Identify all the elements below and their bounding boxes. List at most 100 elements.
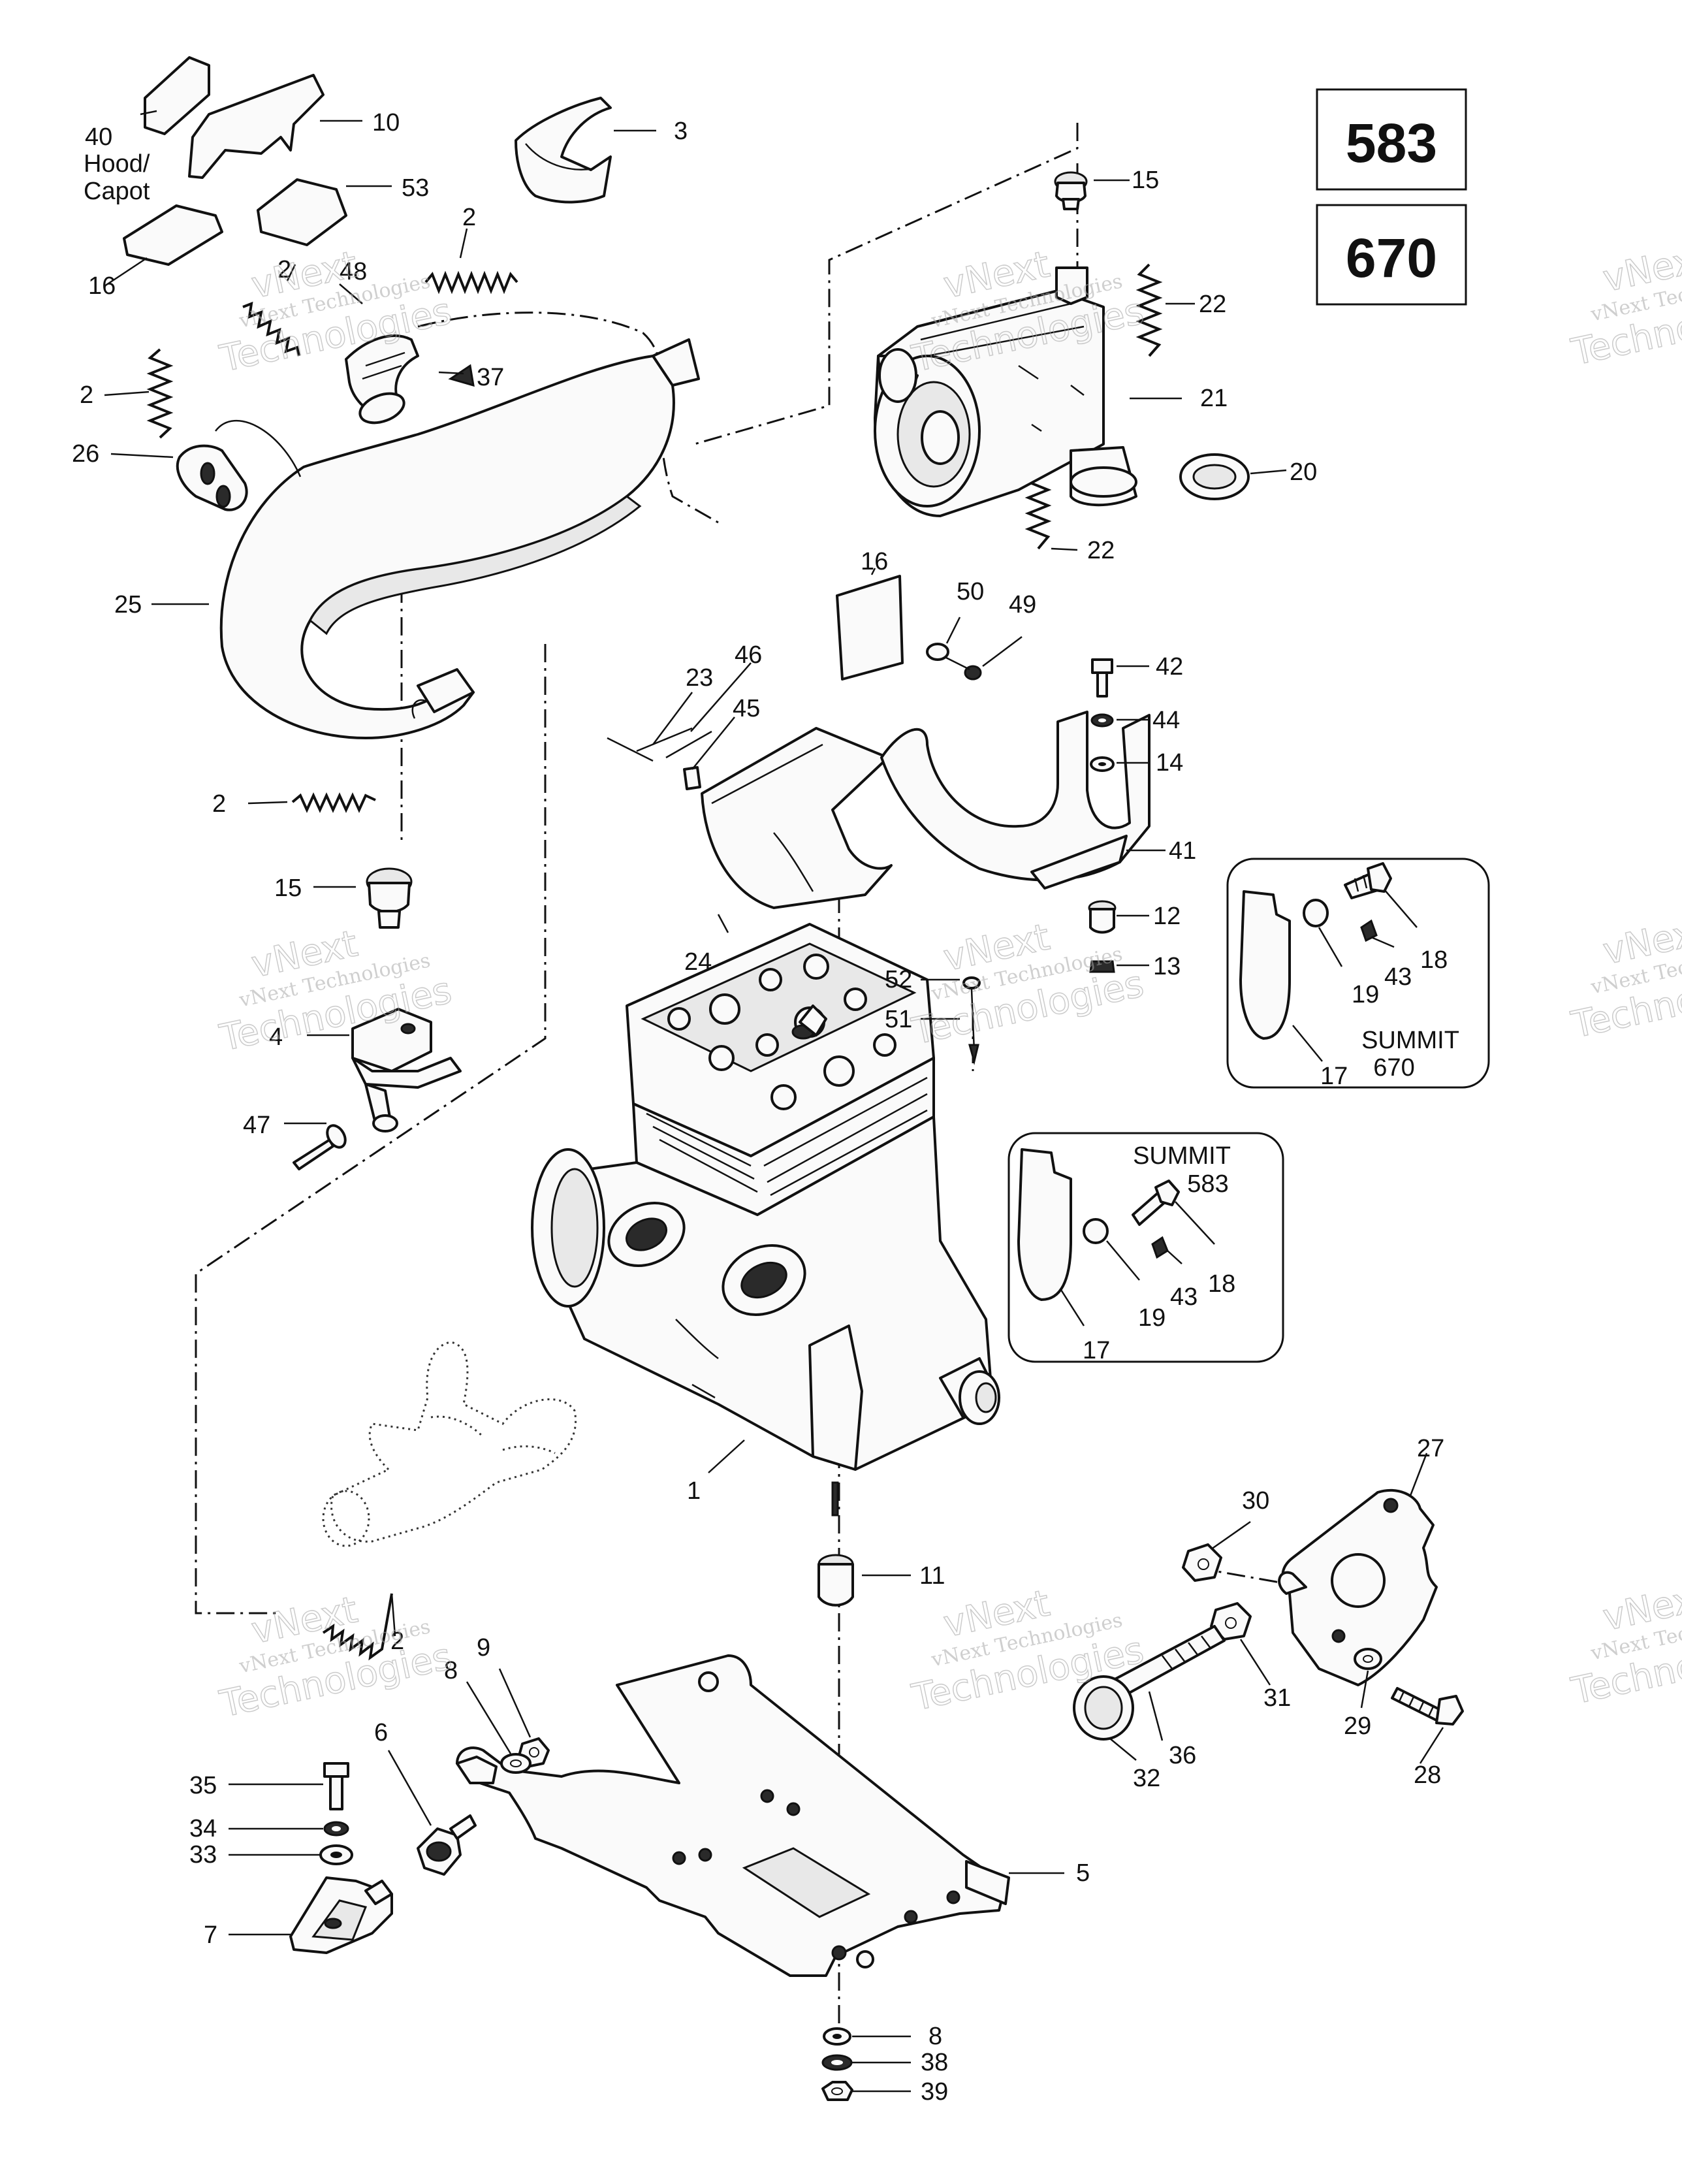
callout-47: 47: [243, 1112, 270, 1139]
callout-35: 35: [189, 1772, 217, 1799]
muffler-bracket-26: [176, 444, 248, 511]
callout-39: 39: [921, 2078, 948, 2106]
callout-2b: 2: [462, 204, 476, 231]
callout-34: 34: [189, 1815, 217, 1842]
pad-16-top: [123, 204, 223, 266]
callout-30: 30: [1242, 1487, 1269, 1515]
pad-53: [257, 178, 347, 246]
hood-label-line2: Capot: [84, 178, 150, 205]
callout-8a: 8: [444, 1657, 458, 1684]
callout-36: 36: [1169, 1742, 1196, 1769]
pad-40: [144, 56, 210, 135]
callout-23: 23: [686, 664, 713, 692]
callout-27: 27: [1417, 1435, 1444, 1462]
heat-shield-24: [701, 727, 893, 909]
spring-22-top: [1135, 263, 1163, 357]
callout-5: 5: [1076, 1859, 1090, 1887]
spring-2-bottom: [322, 1593, 393, 1661]
callout-22a: 22: [1199, 291, 1226, 318]
leader-lines: [104, 110, 1444, 2093]
svg-text:670: 670: [1346, 227, 1437, 289]
callout-2c: 2: [80, 381, 93, 409]
callout-16b: 16: [861, 548, 888, 575]
screw-28: [1391, 1687, 1464, 1726]
callout-22b: 22: [1087, 537, 1115, 564]
callout-29: 29: [1344, 1712, 1371, 1740]
exhaust-manifold-dotted: [322, 1341, 577, 1547]
bolt-35: [323, 1762, 349, 1810]
callout-25: 25: [114, 591, 142, 618]
heat-shield-10: [188, 74, 325, 179]
nut-13: [1089, 960, 1115, 973]
spring-22-bottom: [1024, 470, 1052, 550]
callout-7: 7: [204, 1921, 217, 1949]
grommet-20: [1179, 453, 1250, 500]
callout-43b: 43: [1170, 1283, 1198, 1311]
callout-8b: 8: [928, 2023, 942, 2050]
callout-46: 46: [735, 641, 762, 669]
washer-29: [1354, 1648, 1382, 1670]
callout-20: 20: [1290, 458, 1317, 486]
watermark: vNext vNext Technologies Technologies: [215, 1588, 456, 1727]
callout-19a: 19: [1352, 981, 1379, 1008]
callout-1: 1: [687, 1477, 701, 1505]
callout-48: 48: [340, 258, 367, 285]
watermark: vNext vNext Technologies Technologies: [1567, 1575, 1682, 1714]
washer-33: [319, 1844, 353, 1865]
spring-2-left: [242, 301, 300, 357]
callout-32: 32: [1133, 1765, 1160, 1792]
spring-2-vertical: [146, 348, 174, 439]
watermarks: vNext vNext Technologies Technologies vN…: [215, 236, 1682, 1727]
summit-670-panel: SUMMIT 670: [1226, 858, 1490, 1089]
summit-583-panel: SUMMIT 583: [1008, 1132, 1284, 1363]
rivet-47: [293, 1124, 347, 1170]
svg-text:583: 583: [1346, 112, 1437, 174]
watermark: vNext vNext Technologies Technologies: [908, 243, 1148, 381]
callout-10: 10: [372, 109, 400, 136]
engine-plate-27: [1278, 1488, 1438, 1686]
grommet-12: [1088, 900, 1117, 934]
exhaust-bracket-4: [351, 1008, 462, 1132]
washer-8-top: [500, 1753, 532, 1774]
grommet-15-top: [1054, 171, 1088, 210]
callout-49: 49: [1009, 591, 1036, 618]
engine-1: [531, 923, 1000, 1517]
callout-40: 40: [85, 123, 112, 151]
nut-31: [1210, 1602, 1252, 1641]
callout-50: 50: [957, 578, 984, 605]
sealer-37: [448, 364, 475, 387]
bolt-49: [943, 655, 982, 681]
callout-6: 6: [374, 1719, 388, 1746]
rubber-mount-6: [417, 1814, 477, 1876]
callout-41: 41: [1169, 837, 1196, 865]
tuned-pipe-25: [215, 338, 700, 739]
bolt-36-32: [1073, 1625, 1226, 1741]
callout-9: 9: [477, 1634, 490, 1662]
bolt-42: [1091, 658, 1113, 698]
washer-14: [1090, 756, 1115, 772]
watermark: vNext vNext Technologies Technologies: [908, 916, 1148, 1054]
callout-43a: 43: [1384, 963, 1412, 991]
callout-19b: 19: [1138, 1304, 1166, 1332]
callout-21: 21: [1200, 385, 1228, 412]
callout-51: 51: [885, 1006, 912, 1033]
callout-11: 11: [919, 1562, 945, 1590]
callout-13: 13: [1153, 953, 1181, 980]
pin-52-51: [962, 976, 981, 1065]
lockwasher-34: [323, 1821, 349, 1837]
callout-2a: 2: [278, 256, 291, 283]
callout-2d: 2: [212, 790, 226, 818]
callout-26: 26: [72, 440, 99, 468]
callout-17a: 17: [1320, 1063, 1348, 1090]
callout-15b: 15: [274, 875, 302, 902]
clips-23-46-45: [607, 727, 712, 790]
callout-17b: 17: [1083, 1337, 1110, 1364]
callout-15a: 15: [1132, 167, 1159, 194]
shield-bracket-41: [880, 711, 1150, 890]
nut-39: [821, 2081, 853, 2101]
callout-42: 42: [1156, 653, 1183, 681]
clamp-shield-3: [515, 97, 612, 204]
summit-583-label-1: SUMMIT: [1133, 1142, 1231, 1170]
lockwasher-44: [1090, 713, 1114, 728]
